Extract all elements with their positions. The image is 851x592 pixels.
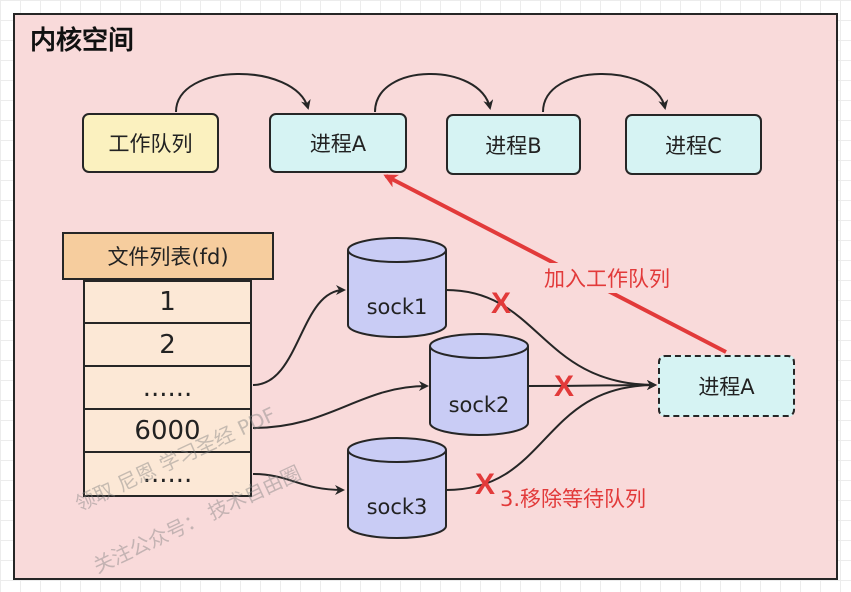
work-queue-label: 工作队列 — [108, 132, 193, 156]
remove-x-mark: X — [554, 370, 575, 403]
fd-row: 2 — [83, 322, 252, 367]
waiting-process-a-label: 进程A — [698, 375, 755, 399]
fd-row-value: ...... — [142, 459, 193, 489]
sock3-label: sock3 — [367, 495, 428, 519]
fd-row: 6000 — [83, 408, 252, 453]
remove-wait-queue-label: 3.移除等待队列 — [500, 487, 647, 511]
sock2-label: sock2 — [449, 393, 510, 417]
socket-cylinder-1 — [347, 237, 447, 338]
fd-row-value: 1 — [159, 287, 176, 317]
fd-row-value: 2 — [159, 329, 176, 360]
fd-table-header-label: 文件列表(fd) — [107, 245, 229, 269]
fd-row-value: 6000 — [134, 415, 201, 446]
process-a-label: 进程A — [309, 132, 367, 156]
queue-link-arrow — [374, 73, 494, 113]
fd-to-sock2-arrow — [252, 381, 429, 429]
sock1-label: sock1 — [367, 295, 428, 319]
remove-x-mark: X — [491, 287, 512, 320]
process-c-box: 进程C — [625, 114, 762, 175]
socket-cylinder-3 — [347, 437, 447, 539]
work-queue-box: 工作队列 — [82, 113, 219, 173]
fd-to-sock1-arrow — [252, 285, 346, 386]
process-c-label: 进程C — [665, 133, 722, 158]
fd-row: ...... — [83, 365, 252, 410]
queue-link-arrow — [175, 73, 311, 113]
fd-to-sock3-arrow — [252, 473, 345, 495]
remove-x-mark: X — [475, 468, 496, 501]
kernel-space-title: 内核空间 — [30, 26, 135, 56]
waiting-process-a-box: 进程A — [658, 355, 795, 417]
queue-link-arrow — [542, 73, 669, 113]
add-to-queue-label: 加入工作队列 — [542, 263, 672, 293]
fd-row: ...... — [83, 451, 252, 497]
fd-row-value: ...... — [142, 372, 193, 403]
fd-table-header: 文件列表(fd) — [62, 232, 274, 280]
process-b-label: 进程B — [485, 133, 542, 158]
sock1-to-process-arrow — [445, 289, 657, 390]
process-b-box: 进程B — [446, 114, 581, 175]
fd-row: 1 — [83, 280, 252, 324]
process-a-box: 进程A — [269, 113, 407, 173]
sock3-to-process-arrow — [445, 380, 657, 491]
socket-cylinder-2 — [429, 333, 529, 436]
